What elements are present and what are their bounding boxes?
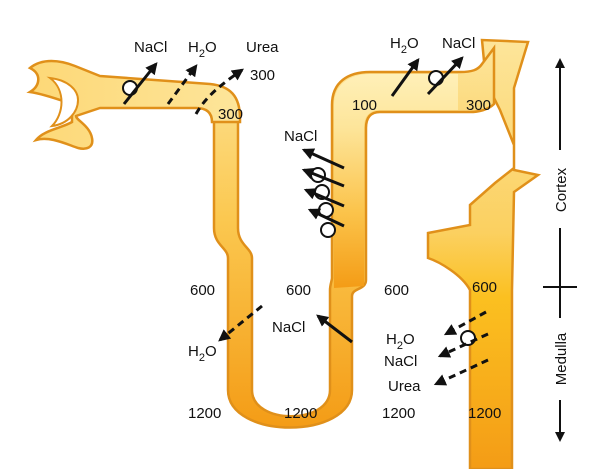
pct-h2o-label: H2O — [188, 39, 217, 60]
desc-h2o-label: H2O — [188, 343, 217, 364]
osm-desc-1200: 1200 — [188, 405, 221, 422]
proximal-tubule — [26, 59, 242, 150]
pct-urea-label: Urea — [246, 39, 279, 56]
osm-dct: 100 — [352, 97, 377, 114]
osm-interstitium-1200: 1200 — [382, 405, 415, 422]
asc-carrier-4 — [320, 222, 336, 238]
osm-asc-600: 600 — [286, 282, 311, 299]
dct-nacl-label: NaCl — [442, 35, 475, 52]
bowman-inner — [46, 76, 80, 128]
thin-asc-nacl-label: NaCl — [272, 319, 305, 336]
pct-nacl-label: NaCl — [134, 39, 167, 56]
osm-loop-1200: 1200 — [284, 405, 317, 422]
asc-nacl-label: NaCl — [284, 128, 317, 145]
asc-arrow-2 — [301, 167, 345, 188]
osm-cd-top: 300 — [466, 97, 491, 114]
desc-h2o-arrow — [218, 304, 263, 342]
osm-pct-top: 300 — [250, 67, 275, 84]
osm-interstitium-600: 600 — [384, 282, 409, 299]
cd-urea-arrow — [433, 358, 489, 386]
osm-cd-600: 600 — [472, 279, 497, 296]
dct-h2o-label: H2O — [390, 35, 419, 56]
medulla-label: Medulla — [553, 332, 570, 385]
collecting-duct — [426, 38, 542, 469]
pct-h2o-arrow — [166, 64, 198, 105]
cd-nacl-label: NaCl — [384, 353, 417, 370]
osm-pct-inner: 300 — [218, 106, 243, 123]
osm-desc-600: 600 — [190, 282, 215, 299]
pct-urea-arrow — [194, 68, 244, 115]
ascending-limb — [334, 74, 458, 288]
dct-nacl-arrow — [426, 56, 464, 96]
thin-asc-nacl-arrow — [316, 314, 353, 344]
pct-nacl-arrow — [122, 62, 158, 105]
dct-nacl-carrier — [428, 70, 444, 86]
asc-arrow-4 — [307, 208, 345, 228]
osm-cd-1200: 1200 — [468, 405, 501, 422]
cortex-label: Cortex — [553, 167, 570, 212]
asc-arrow-1 — [301, 148, 345, 170]
cd-nacl-arrow — [437, 332, 489, 358]
asc-arrow-3 — [303, 188, 345, 208]
cd-h2o-arrow — [443, 310, 487, 336]
cd-nacl-carrier — [460, 330, 476, 346]
cd-urea-label: Urea — [388, 378, 421, 395]
cd-h2o-label: H2O — [386, 331, 415, 352]
dct-h2o-arrow — [390, 58, 420, 97]
